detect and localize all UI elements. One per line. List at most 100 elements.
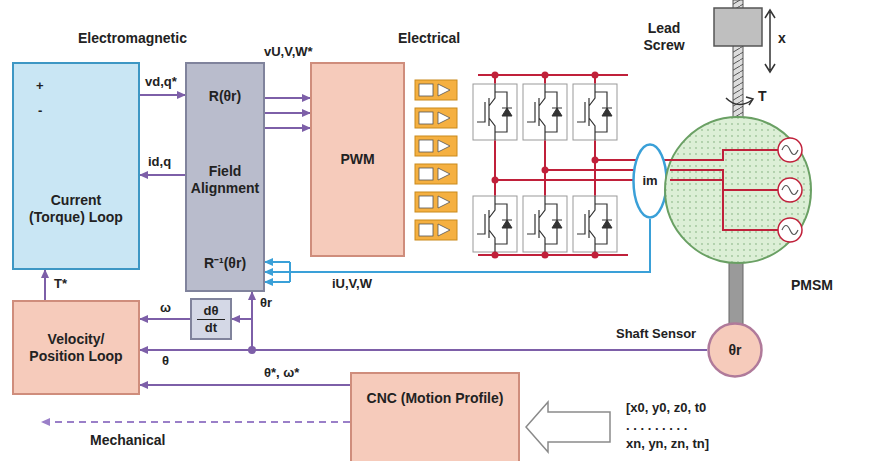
connector [252, 292, 707, 350]
igbt-symbol [523, 84, 567, 140]
buffer [438, 140, 450, 152]
cnc-box: CNC (Motion Profile) [350, 372, 520, 461]
igbt-symbol [523, 196, 567, 252]
diode [602, 108, 612, 116]
optocoupler [419, 112, 433, 124]
connector-line [140, 318, 190, 320]
caption-label: Electrical [398, 30, 460, 47]
node-text: im [642, 173, 657, 189]
connector-line [289, 262, 291, 282]
motor-shaft [729, 262, 743, 324]
connector-line [232, 319, 707, 350]
shape-outline [663, 115, 813, 265]
sine-symbol [782, 146, 798, 155]
junction-dot [542, 252, 549, 259]
connector [140, 319, 190, 320]
igbt-symbol [573, 196, 617, 252]
node-text: CNC (Motion Profile) [367, 390, 504, 407]
screw-nut [714, 8, 762, 46]
gate-driver [415, 136, 457, 156]
node-text: Field Alignment [191, 163, 259, 197]
node-text: PWM [340, 151, 374, 168]
junction-dot [542, 72, 549, 79]
node-text: R⁻¹(θr) [204, 255, 246, 272]
caption-label: Shaft Sensor [616, 326, 696, 342]
igbt-lines [477, 84, 507, 140]
junction-dot [492, 72, 499, 79]
caption-label: Electromagnetic [78, 30, 187, 47]
diode [552, 220, 562, 228]
sine-symbol [782, 186, 798, 195]
gate-driver [415, 220, 457, 240]
diode [602, 220, 612, 228]
travel-arrow [765, 10, 775, 72]
gate-driver [415, 164, 457, 184]
shaft-sensor: θr [707, 322, 763, 378]
winding-coil [778, 138, 802, 162]
gate-driver [415, 80, 457, 100]
motor-circle: PMSM [663, 115, 813, 265]
igbt-lines [527, 196, 557, 252]
junction-dot [492, 177, 499, 184]
junction-dot [542, 167, 549, 174]
opamp-sign: - [38, 103, 42, 119]
connector [45, 270, 46, 300]
opamp-sign: + [36, 78, 44, 94]
node-text: θr [728, 342, 741, 359]
mechanical-arrow [42, 421, 350, 423]
igbt-symbol [473, 196, 517, 252]
node-text: R(θr) [209, 88, 241, 105]
connector-line [265, 127, 310, 129]
derivative-box: dθdt [190, 298, 232, 340]
connector-line [265, 281, 290, 283]
connector [232, 319, 707, 350]
connector-line [252, 292, 707, 350]
sine-symbol [782, 226, 798, 235]
caption-label: T [758, 88, 767, 105]
caption-label: . . . . . . . . . [626, 418, 687, 434]
loop-box: Velocity/ Position Loop [12, 300, 140, 395]
connector-line [44, 270, 46, 300]
buffer [438, 224, 450, 236]
connector-line [265, 97, 310, 99]
optocoupler [419, 140, 433, 152]
winding-coil [778, 218, 802, 242]
caption-label: Lead Screw [636, 20, 692, 54]
connector-line [140, 384, 350, 386]
igbt-lines [527, 84, 557, 140]
caption-label: Mechanical [90, 432, 165, 449]
optocoupler [419, 196, 433, 208]
input-arrow [526, 402, 610, 452]
pwm-box: PWM [310, 62, 405, 257]
node-text: dθ [197, 303, 225, 319]
node-text: Current (Torque) Loop [22, 192, 130, 226]
connector-line [265, 261, 290, 263]
signal-label: θr [258, 295, 274, 311]
motor-outline [665, 117, 811, 263]
transform-box: R(θr) Field AlignmentR⁻¹(θr) [185, 62, 265, 292]
diode [552, 108, 562, 116]
igbt-lines [577, 196, 607, 252]
signal-label: θ*, ω* [262, 365, 301, 381]
gate-driver [415, 192, 457, 212]
buffer [438, 112, 450, 124]
connector [140, 95, 185, 96]
optocoupler [419, 84, 433, 96]
connector-line [140, 174, 185, 176]
ellipse-outline [634, 145, 667, 218]
connector-line [140, 94, 185, 96]
junction-dot [492, 252, 499, 259]
optocoupler [419, 168, 433, 180]
buffer [438, 84, 450, 96]
connector-line [265, 112, 310, 114]
torque-arrowhead [746, 97, 753, 105]
junction-dot [592, 252, 599, 259]
connector [265, 98, 310, 128]
junction-dot [592, 72, 599, 79]
igbt-lines [477, 196, 507, 252]
connector [140, 385, 350, 386]
connector [140, 175, 185, 176]
igbt-lines [577, 84, 607, 140]
diode [502, 220, 512, 228]
gate-driver [415, 108, 457, 128]
